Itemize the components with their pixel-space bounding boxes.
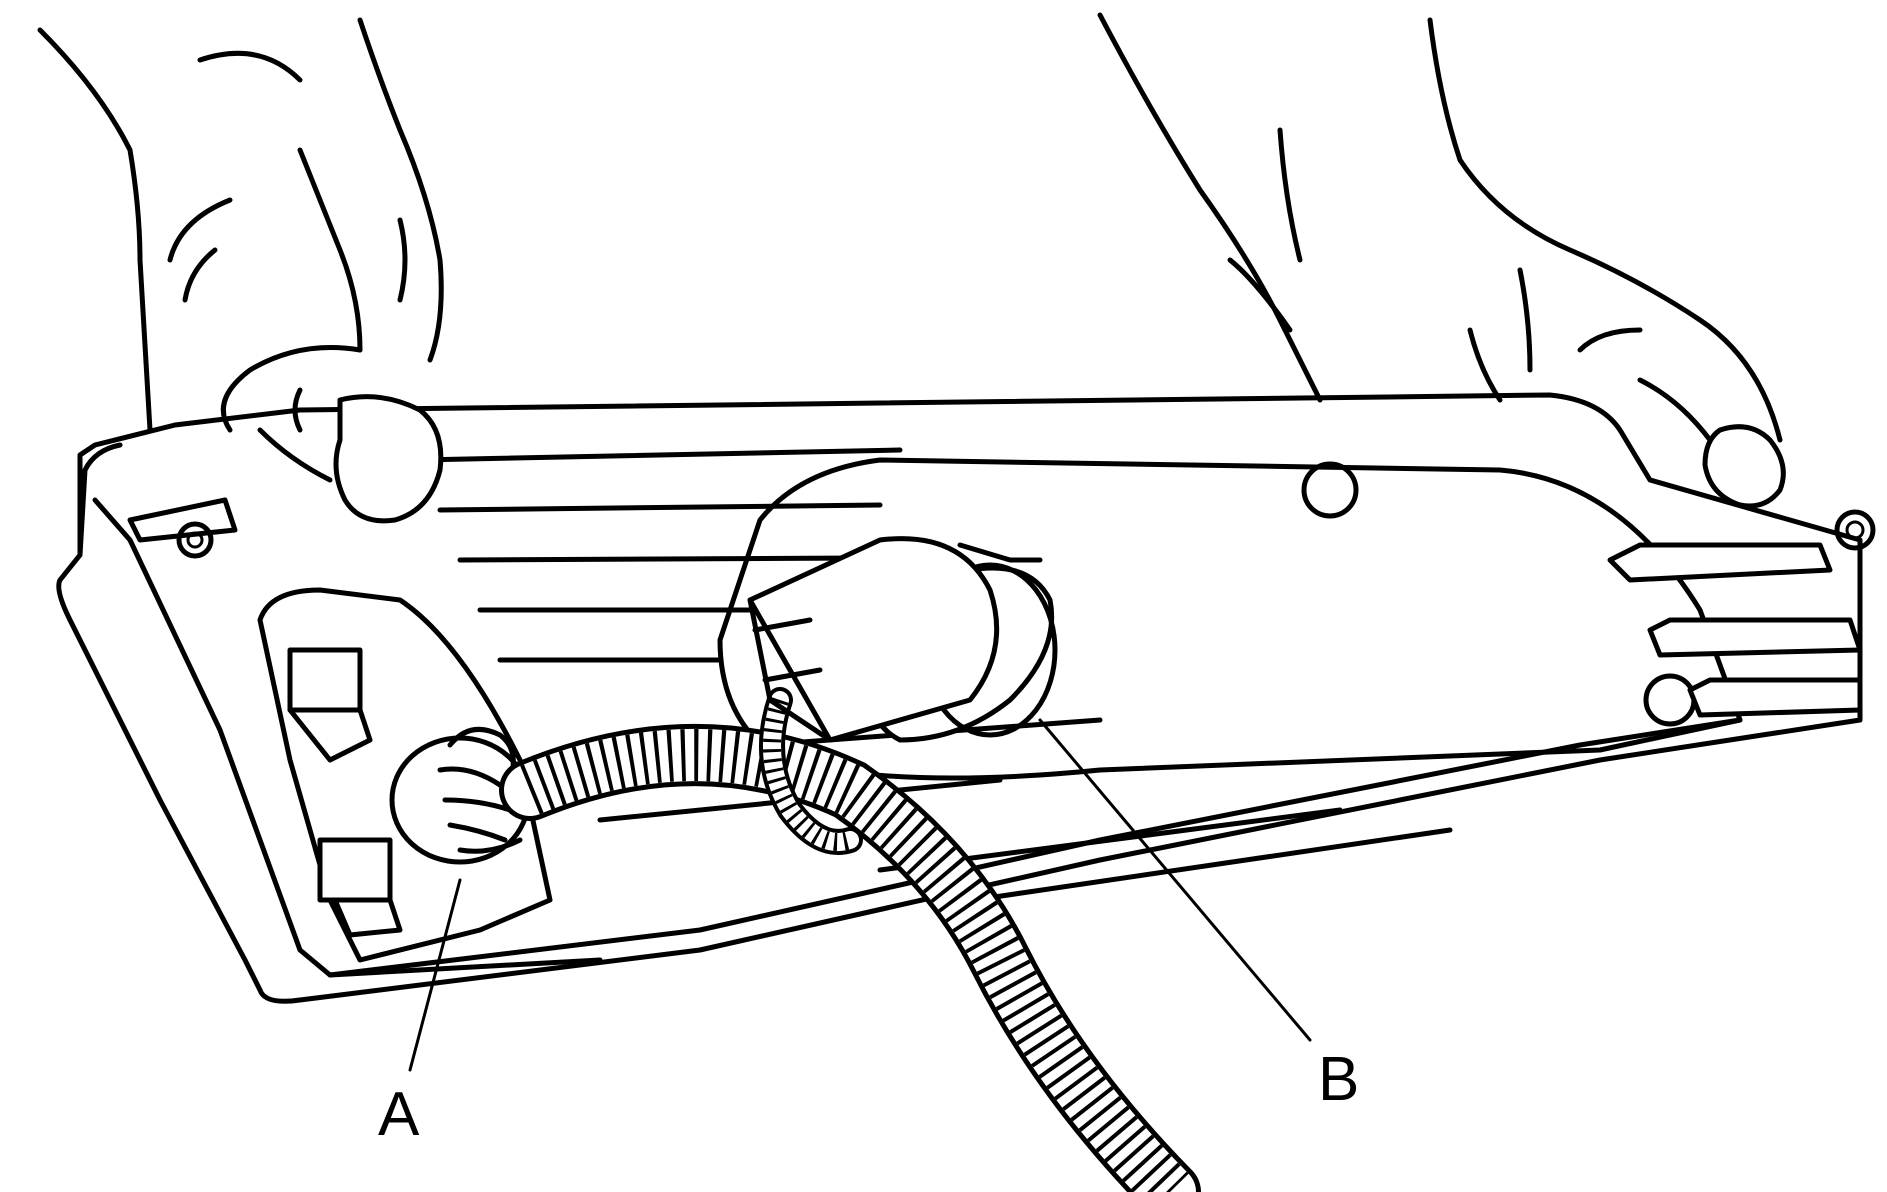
wiring-harness (499, 687, 1201, 1192)
lamp-housing (56, 392, 1863, 1004)
callout-a-label: A (378, 1080, 420, 1149)
right-hand (1097, 12, 1786, 509)
callout-leaders (408, 718, 1312, 1072)
left-mount-tab (127, 497, 238, 559)
right-mount-tabs (1607, 509, 1876, 718)
callout-b-label: B (1318, 1045, 1359, 1114)
left-hand (37, 17, 444, 524)
socket-b (747, 536, 1058, 743)
socket-a-recess (257, 587, 553, 963)
